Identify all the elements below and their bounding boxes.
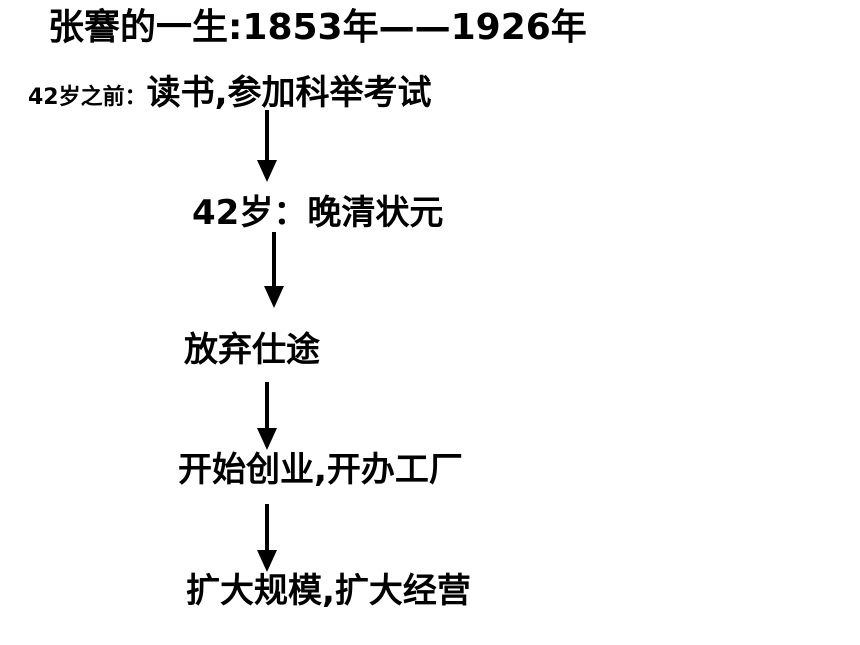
step-expand-scale: 扩大规模,扩大经营 [186, 571, 471, 611]
title: 张謇的一生:1853年——1926年 [48, 7, 587, 48]
step-age-42: 42岁：晚清状元 [192, 193, 444, 233]
step-before-42: 42岁之前：读书,参加科举考试 [28, 76, 432, 110]
down-arrow-icon [257, 504, 277, 572]
down-arrow-icon [257, 110, 277, 182]
step-text: 读书,参加科举考试 [146, 73, 432, 113]
step-prefix-label: 42岁之前： [28, 85, 147, 110]
down-arrow-icon [257, 382, 277, 450]
step-abandon-career: 放弃仕途 [184, 330, 320, 370]
down-arrow-icon [264, 232, 284, 308]
step-start-business: 开始创业,开办工厂 [178, 450, 463, 490]
